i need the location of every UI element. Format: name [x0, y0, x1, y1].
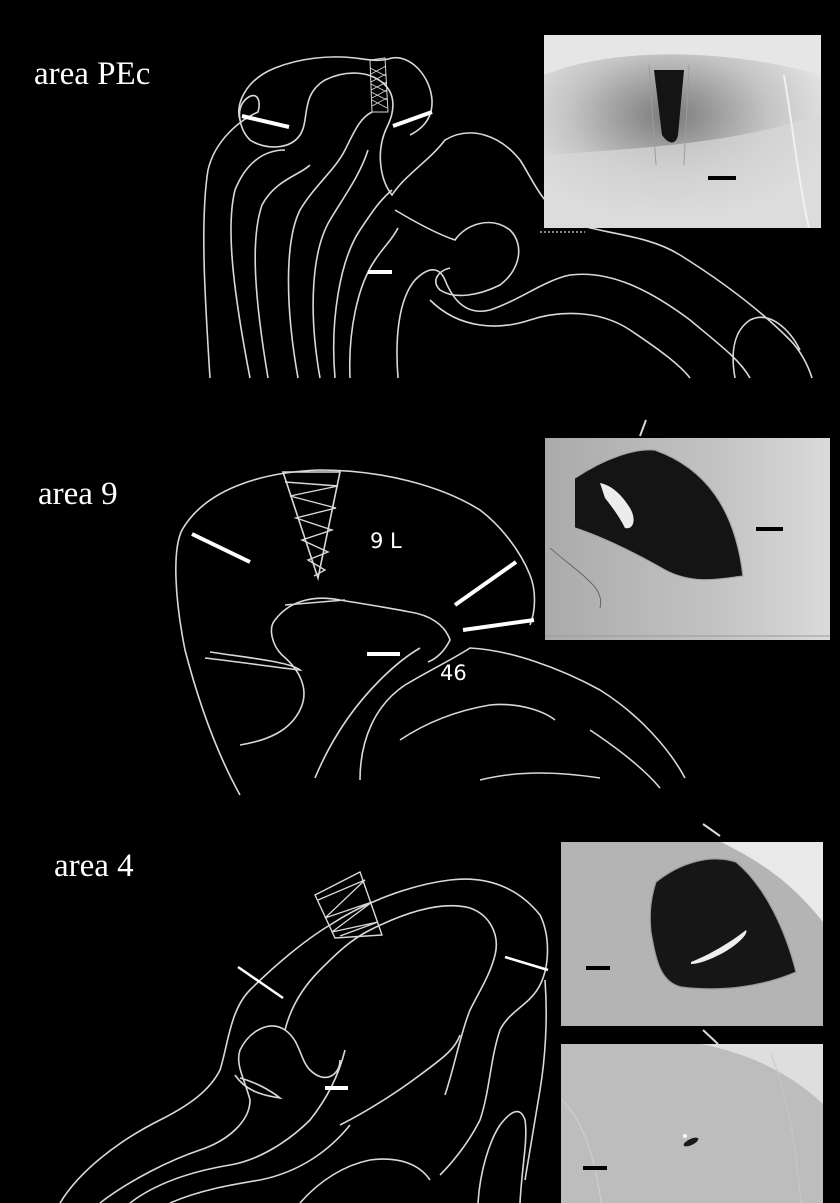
histology-photo-area4-top: [561, 842, 823, 1026]
boundary-marker: [238, 967, 283, 998]
region-label-9l: 9 L: [370, 529, 402, 553]
panel-area-4: area 4: [0, 820, 840, 1203]
boundary-marker: [455, 562, 516, 605]
histology-photo-area9: [545, 438, 830, 640]
panel-area-9: area 9 9 L 46: [0, 400, 840, 800]
region-label-46: 46: [440, 661, 467, 685]
boundary-marker: [393, 112, 432, 126]
histology-photo-pec: [544, 35, 821, 228]
boundary-marker: [242, 116, 289, 127]
boundary-marker: [463, 620, 534, 630]
boundary-marker: [192, 534, 250, 562]
histology-photo-area4-bottom: [561, 1044, 823, 1203]
boundary-marker: [505, 957, 548, 970]
panel-area-pec: area PEc: [0, 0, 840, 380]
